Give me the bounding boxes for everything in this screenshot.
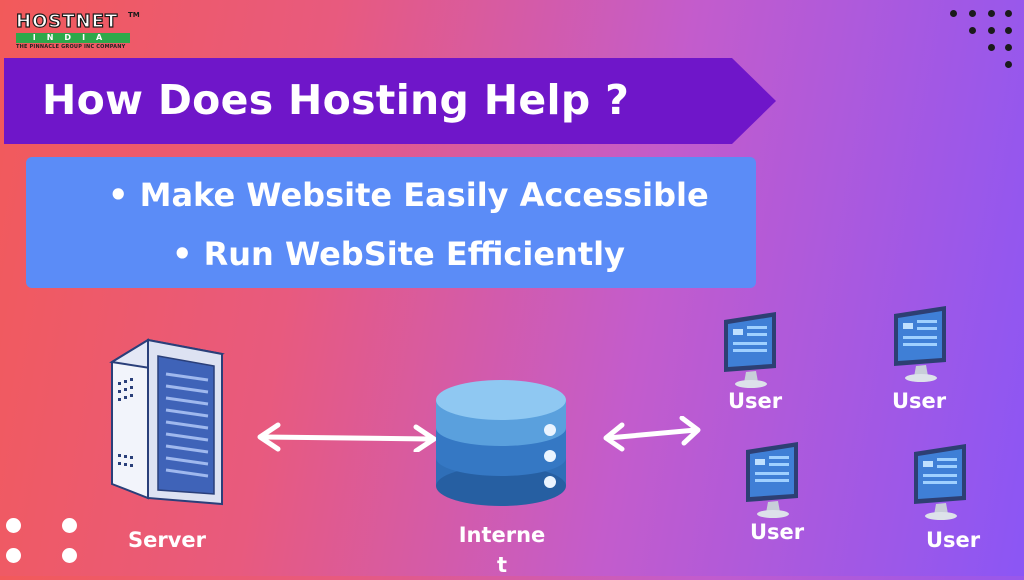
internet-label-line1: Interne [458,523,546,547]
user-label: User [892,389,947,413]
server-label: Server [128,528,207,552]
user-monitor-icon [914,444,966,520]
double-arrow-icon [603,416,701,452]
logo-wordmark: HOSTNET [15,11,119,32]
logo-tagline: THE PINNACLE GROUP INC COMPANY [16,44,126,50]
logo-country-bar: INDIA [16,33,130,43]
banner-arrow-shape [4,58,776,144]
page-title: How Does Hosting Help ? [42,76,630,124]
benefit-item: • Make Website Easily Accessible [108,176,709,214]
user-monitor-icon [894,306,946,382]
user-label: User [926,528,981,552]
user-monitor-icon [746,442,798,518]
user-monitor-icon [724,312,776,388]
benefit-item: • Run WebSite Efficiently [172,235,625,273]
user-label: User [750,520,805,544]
hostnet-logo[interactable]: HOSTNET TM INDIA THE PINNACLE GROUP INC … [15,11,139,56]
double-arrow-icon [257,422,437,452]
logo-trademark: TM [128,11,140,19]
benefits-box: • Make Website Easily Accessible • Run W… [26,157,756,288]
internet-database-icon [436,380,566,506]
internet-label: Interne t [452,520,552,580]
internet-label-line2: t [496,553,508,577]
user-label: User [728,389,783,413]
server-rack-icon [109,338,225,506]
title-banner: How Does Hosting Help ? [4,58,776,144]
